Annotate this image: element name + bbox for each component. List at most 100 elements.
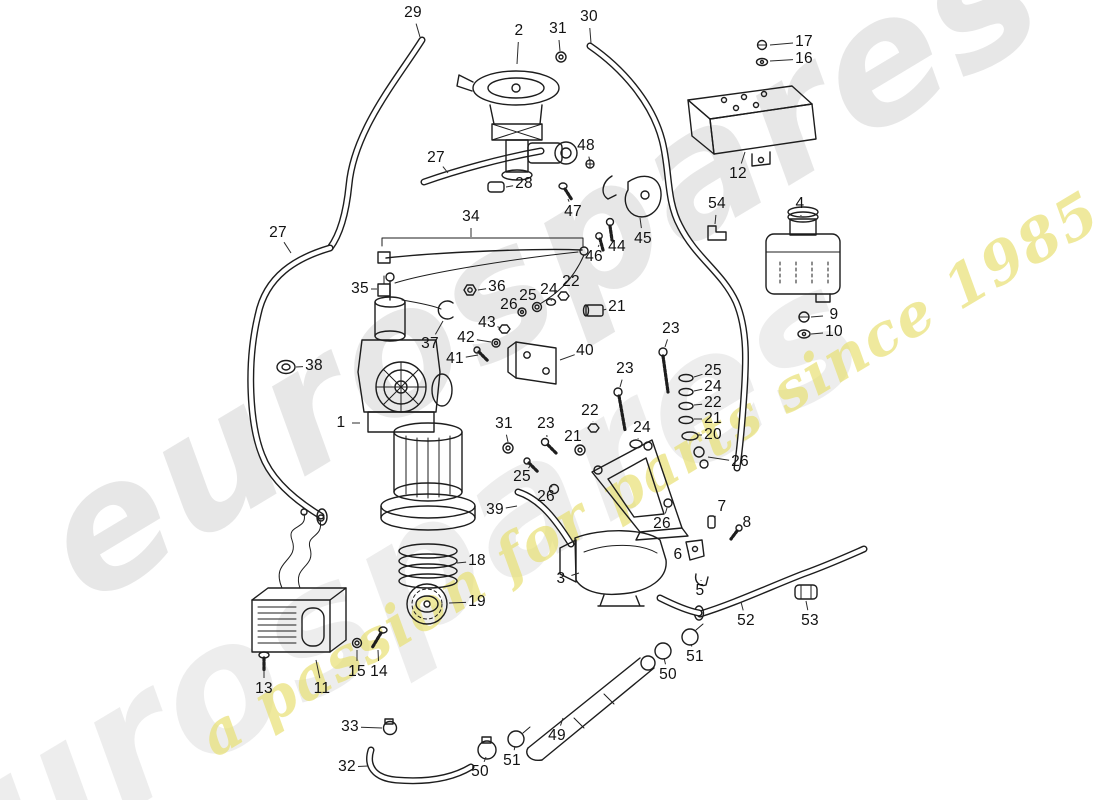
screw-13 <box>258 651 270 672</box>
screw-47 <box>558 182 574 202</box>
part-label-51: 51 <box>686 648 704 665</box>
part-label-14: 14 <box>370 663 388 680</box>
part-label-22: 22 <box>581 402 599 419</box>
bracket-40 <box>507 341 557 385</box>
part-label-23: 23 <box>537 415 555 432</box>
part-label-40: 40 <box>576 342 594 359</box>
part-label-46: 46 <box>585 248 603 265</box>
part-label-22: 22 <box>704 394 722 411</box>
part-label-49: 49 <box>548 727 566 744</box>
part-label-25: 25 <box>519 287 537 304</box>
part-label-27: 27 <box>269 224 287 241</box>
connector-pipe <box>656 594 703 617</box>
clamp-33 <box>382 718 398 736</box>
part-label-19: 19 <box>468 593 486 610</box>
part-label-26: 26 <box>500 296 518 313</box>
grommet-38 <box>276 359 296 375</box>
part-label-31: 31 <box>495 415 513 432</box>
part-label-45: 45 <box>634 230 652 247</box>
nut-36 <box>463 284 477 296</box>
part-label-36: 36 <box>488 278 506 295</box>
part-label-53: 53 <box>801 612 819 629</box>
part-label-12: 12 <box>729 165 747 182</box>
clip-54 <box>707 225 727 241</box>
part-label-26: 26 <box>731 453 749 470</box>
exhaust-pipe-49 <box>526 655 656 762</box>
part-label-34: 34 <box>462 208 480 225</box>
pin-7 <box>707 515 716 529</box>
part-label-23: 23 <box>662 320 680 337</box>
part-label-25: 25 <box>704 362 722 379</box>
part-label-10: 10 <box>825 323 843 340</box>
washer-15 <box>351 637 363 649</box>
part-label-48: 48 <box>577 137 595 154</box>
part-label-4: 4 <box>795 195 805 212</box>
linkage-34 <box>377 237 589 305</box>
part-label-18: 18 <box>468 552 486 569</box>
part-label-35: 35 <box>351 280 369 297</box>
part-label-1: 1 <box>336 414 346 431</box>
part-label-42: 42 <box>457 329 475 346</box>
washer-stack-right <box>678 373 709 469</box>
nut-9 <box>798 311 810 323</box>
part-label-17: 17 <box>795 33 813 50</box>
part-label-52: 52 <box>737 612 755 629</box>
part-label-50: 50 <box>659 666 677 683</box>
bolt-23-right <box>658 347 670 394</box>
screw-17 <box>756 39 768 51</box>
part-label-28: 28 <box>515 175 533 192</box>
part-label-3: 3 <box>556 570 566 587</box>
part-label-24: 24 <box>704 378 722 395</box>
part-label-54: 54 <box>708 195 726 212</box>
screw-46 <box>595 232 605 252</box>
part-label-6: 6 <box>673 546 683 563</box>
bracket-45 <box>602 175 662 218</box>
junction-box <box>687 85 817 167</box>
ignition-unit <box>251 508 347 653</box>
part-label-15: 15 <box>348 663 366 680</box>
fasteners-upper <box>517 291 604 317</box>
part-label-21: 21 <box>704 410 722 427</box>
hose-27-left <box>247 244 334 526</box>
fitting-28 <box>487 181 505 193</box>
part-label-33: 33 <box>341 718 359 735</box>
hose-32 <box>366 746 475 785</box>
part-label-29: 29 <box>404 4 422 21</box>
reservoir-tank <box>765 206 841 303</box>
spring-18 <box>398 543 458 589</box>
sleeve-53 <box>794 584 818 600</box>
part-label-21: 21 <box>564 428 582 445</box>
hose-39 <box>514 488 575 548</box>
screw-14 <box>370 626 388 650</box>
part-label-51: 51 <box>503 752 521 769</box>
part-label-7: 7 <box>717 498 727 515</box>
part-label-30: 30 <box>580 8 598 25</box>
part-label-41: 41 <box>446 350 464 367</box>
part-label-38: 38 <box>305 357 323 374</box>
part-label-31: 31 <box>549 20 567 37</box>
part-label-27: 27 <box>427 149 445 166</box>
mesh-disc-19 <box>406 583 448 625</box>
carburetor <box>456 70 578 181</box>
blower-housing <box>559 530 667 607</box>
clamp-50-right <box>654 642 672 660</box>
part-label-43: 43 <box>478 314 496 331</box>
screw-8 <box>729 524 743 541</box>
grommet-31-top <box>555 51 567 63</box>
bracket-6 <box>685 539 705 561</box>
hose-30 <box>586 42 750 472</box>
part-label-47: 47 <box>564 203 582 220</box>
clip-5 <box>694 573 709 587</box>
part-label-22: 22 <box>562 273 580 290</box>
fasteners-center <box>502 423 643 495</box>
part-label-32: 32 <box>338 758 356 775</box>
part-label-9: 9 <box>829 306 839 323</box>
clamp-50-bottom <box>477 736 497 760</box>
heater-unit <box>357 272 476 531</box>
part-label-24: 24 <box>633 419 651 436</box>
part-label-37: 37 <box>421 335 439 352</box>
washer-10 <box>797 329 811 339</box>
screw-44 <box>605 217 615 242</box>
